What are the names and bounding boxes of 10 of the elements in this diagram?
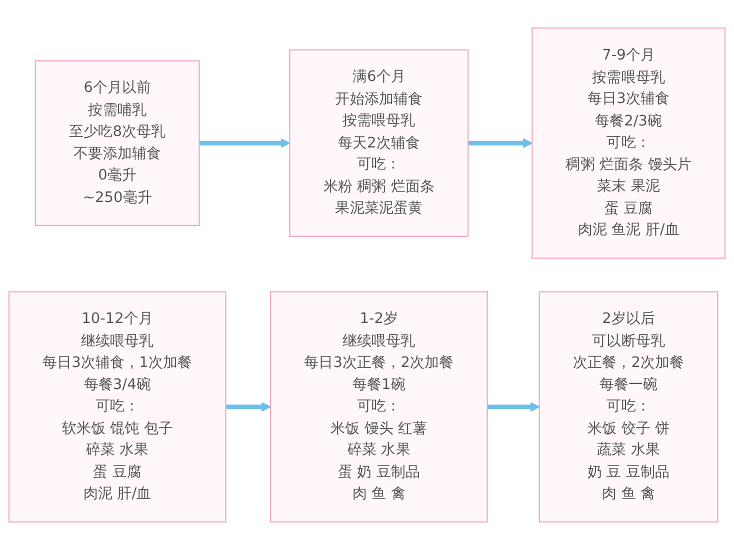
node-box: 2岁以后 可以断母乳 次正餐，2次加餐 每餐一碗 可吃： 米饭 饺子 饼 蔬菜 水果 奶 豆 豆制品 肉 鱼 禽 [538,291,718,523]
arrow [226,402,271,412]
node-box: 满6个月 开始添加辅食 按需喂母乳 每天2次辅食 可吃： 米粉 稠粥 烂面条 果泥菜泥蛋黄 [289,49,469,237]
arrow [487,402,540,412]
node-box: 10-12个月 继续喂母乳 每日3次辅食，1次加餐 每餐3/4碗 可吃： 软米饭 馄饨 包子 碎菜 水果 蛋 豆腐 肉泥 肝/血 [8,291,226,523]
node-box: 1-2岁 继续喂母乳 每日3次正餐，2次加餐 每餐1碗 可吃： 米饭 馒头 红薯 碎菜 水果 蛋 奶 豆制品 肉 鱼 禽 [270,291,488,523]
arrow [199,138,290,148]
arrow [468,138,533,148]
node-box: 7-9个月 按需喂母乳 每日3次辅食 每餐2/3碗 可吃： 稠粥 烂面条 馒头片 菜末 果泥 蛋 豆腐 肉泥 鱼泥 肝/血 [532,27,726,259]
node-box: 6个月以前 按需哺乳 至少吃8次母乳 不要添加辅食 0毫升 ~250毫升 [34,60,200,226]
